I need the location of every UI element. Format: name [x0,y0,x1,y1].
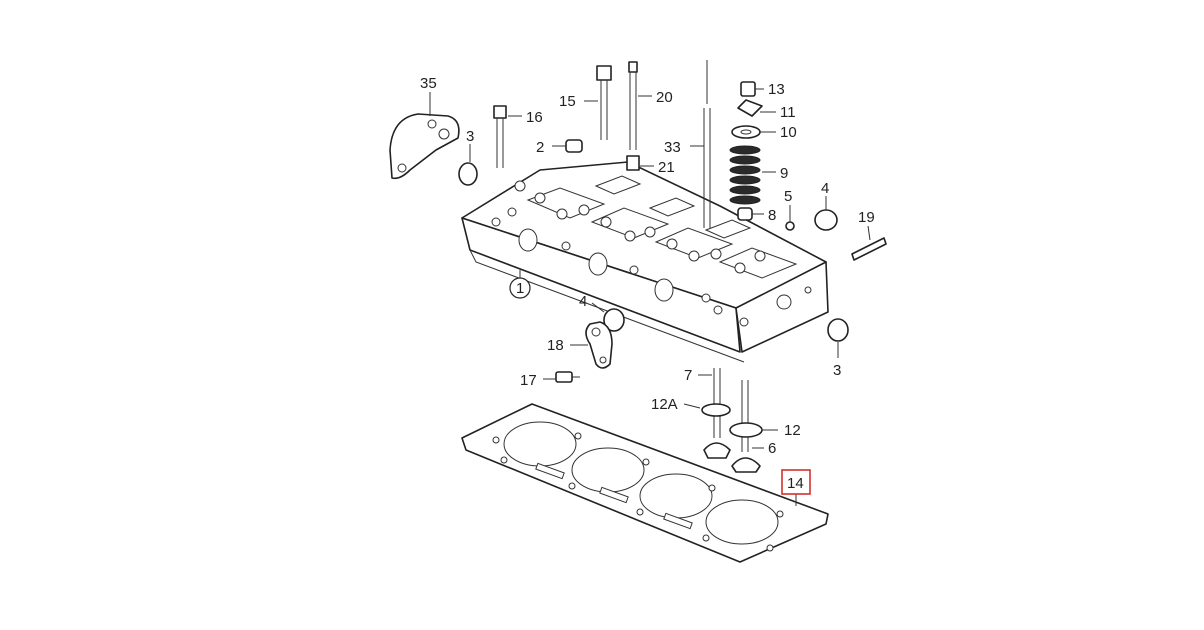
callout-19[interactable]: 19 [858,209,875,226]
callout-4-top[interactable]: 4 [821,180,829,197]
leader-lines [429,88,871,506]
callout-4-lower[interactable]: 4 [579,293,587,310]
callout-1[interactable]: 1 [516,280,524,297]
callout-35[interactable]: 35 [420,75,437,92]
plug-part-2 [565,139,583,153]
retainer-part-10 [731,125,761,139]
callout-7[interactable]: 7 [684,367,692,384]
callout-12[interactable]: 12 [784,422,801,439]
callout-13[interactable]: 13 [768,81,785,98]
callout-17[interactable]: 17 [520,372,537,389]
callout-16[interactable]: 16 [526,109,543,126]
spring-part-9 [729,145,761,205]
callout-20[interactable]: 20 [656,89,673,106]
cap-part-13 [740,81,756,97]
stud-part-19 [851,237,887,261]
callout-3-lower[interactable]: 3 [833,362,841,379]
callout-15[interactable]: 15 [559,93,576,110]
callout-33[interactable]: 33 [664,139,681,156]
valve-part-6 [731,380,761,473]
callout-5[interactable]: 5 [784,188,792,205]
callout-10[interactable]: 10 [780,124,797,141]
callout-21[interactable]: 21 [658,159,675,176]
cylinder-head-part-1 [461,161,829,363]
plug-part-3-top [458,162,478,186]
keeper-part-11 [737,99,763,117]
head-gasket-part-14 [461,403,829,563]
callout-14-highlight-box[interactable]: 14 [781,469,811,495]
callout-12A[interactable]: 12A [651,396,678,413]
seal-part-8 [737,207,753,221]
callout-labels: 35 16 15 20 13 11 10 3 2 33 21 9 5 4 8 1… [420,75,875,495]
valve-seal-part-12 [729,422,763,438]
callout-14[interactable]: 14 [787,475,804,492]
lifting-eye-part-18 [585,321,613,369]
callout-11[interactable]: 11 [780,104,796,121]
bracket-part-35 [389,113,460,180]
callout-8[interactable]: 8 [768,207,776,224]
valve-part-7 [703,368,731,459]
part-5 [785,221,795,231]
callout-18[interactable]: 18 [547,337,564,354]
callout-6[interactable]: 6 [768,440,776,457]
stud-part-20 [628,61,638,150]
callout-1-circle[interactable]: 1 [509,277,531,299]
valve-seal-part-12A [701,403,731,417]
bolt-part-17 [555,371,580,383]
sleeve-part-21 [626,155,640,171]
stud-part-33 [703,60,711,228]
callout-9[interactable]: 9 [780,165,788,182]
callout-2[interactable]: 2 [536,139,544,156]
callout-3-top[interactable]: 3 [466,128,474,145]
plug-part-4-top [814,209,838,231]
plug-part-4-lower [603,308,625,332]
bolt-part-16 [493,105,507,168]
plug-part-3-lower [827,318,849,342]
bolt-part-15 [596,65,612,140]
